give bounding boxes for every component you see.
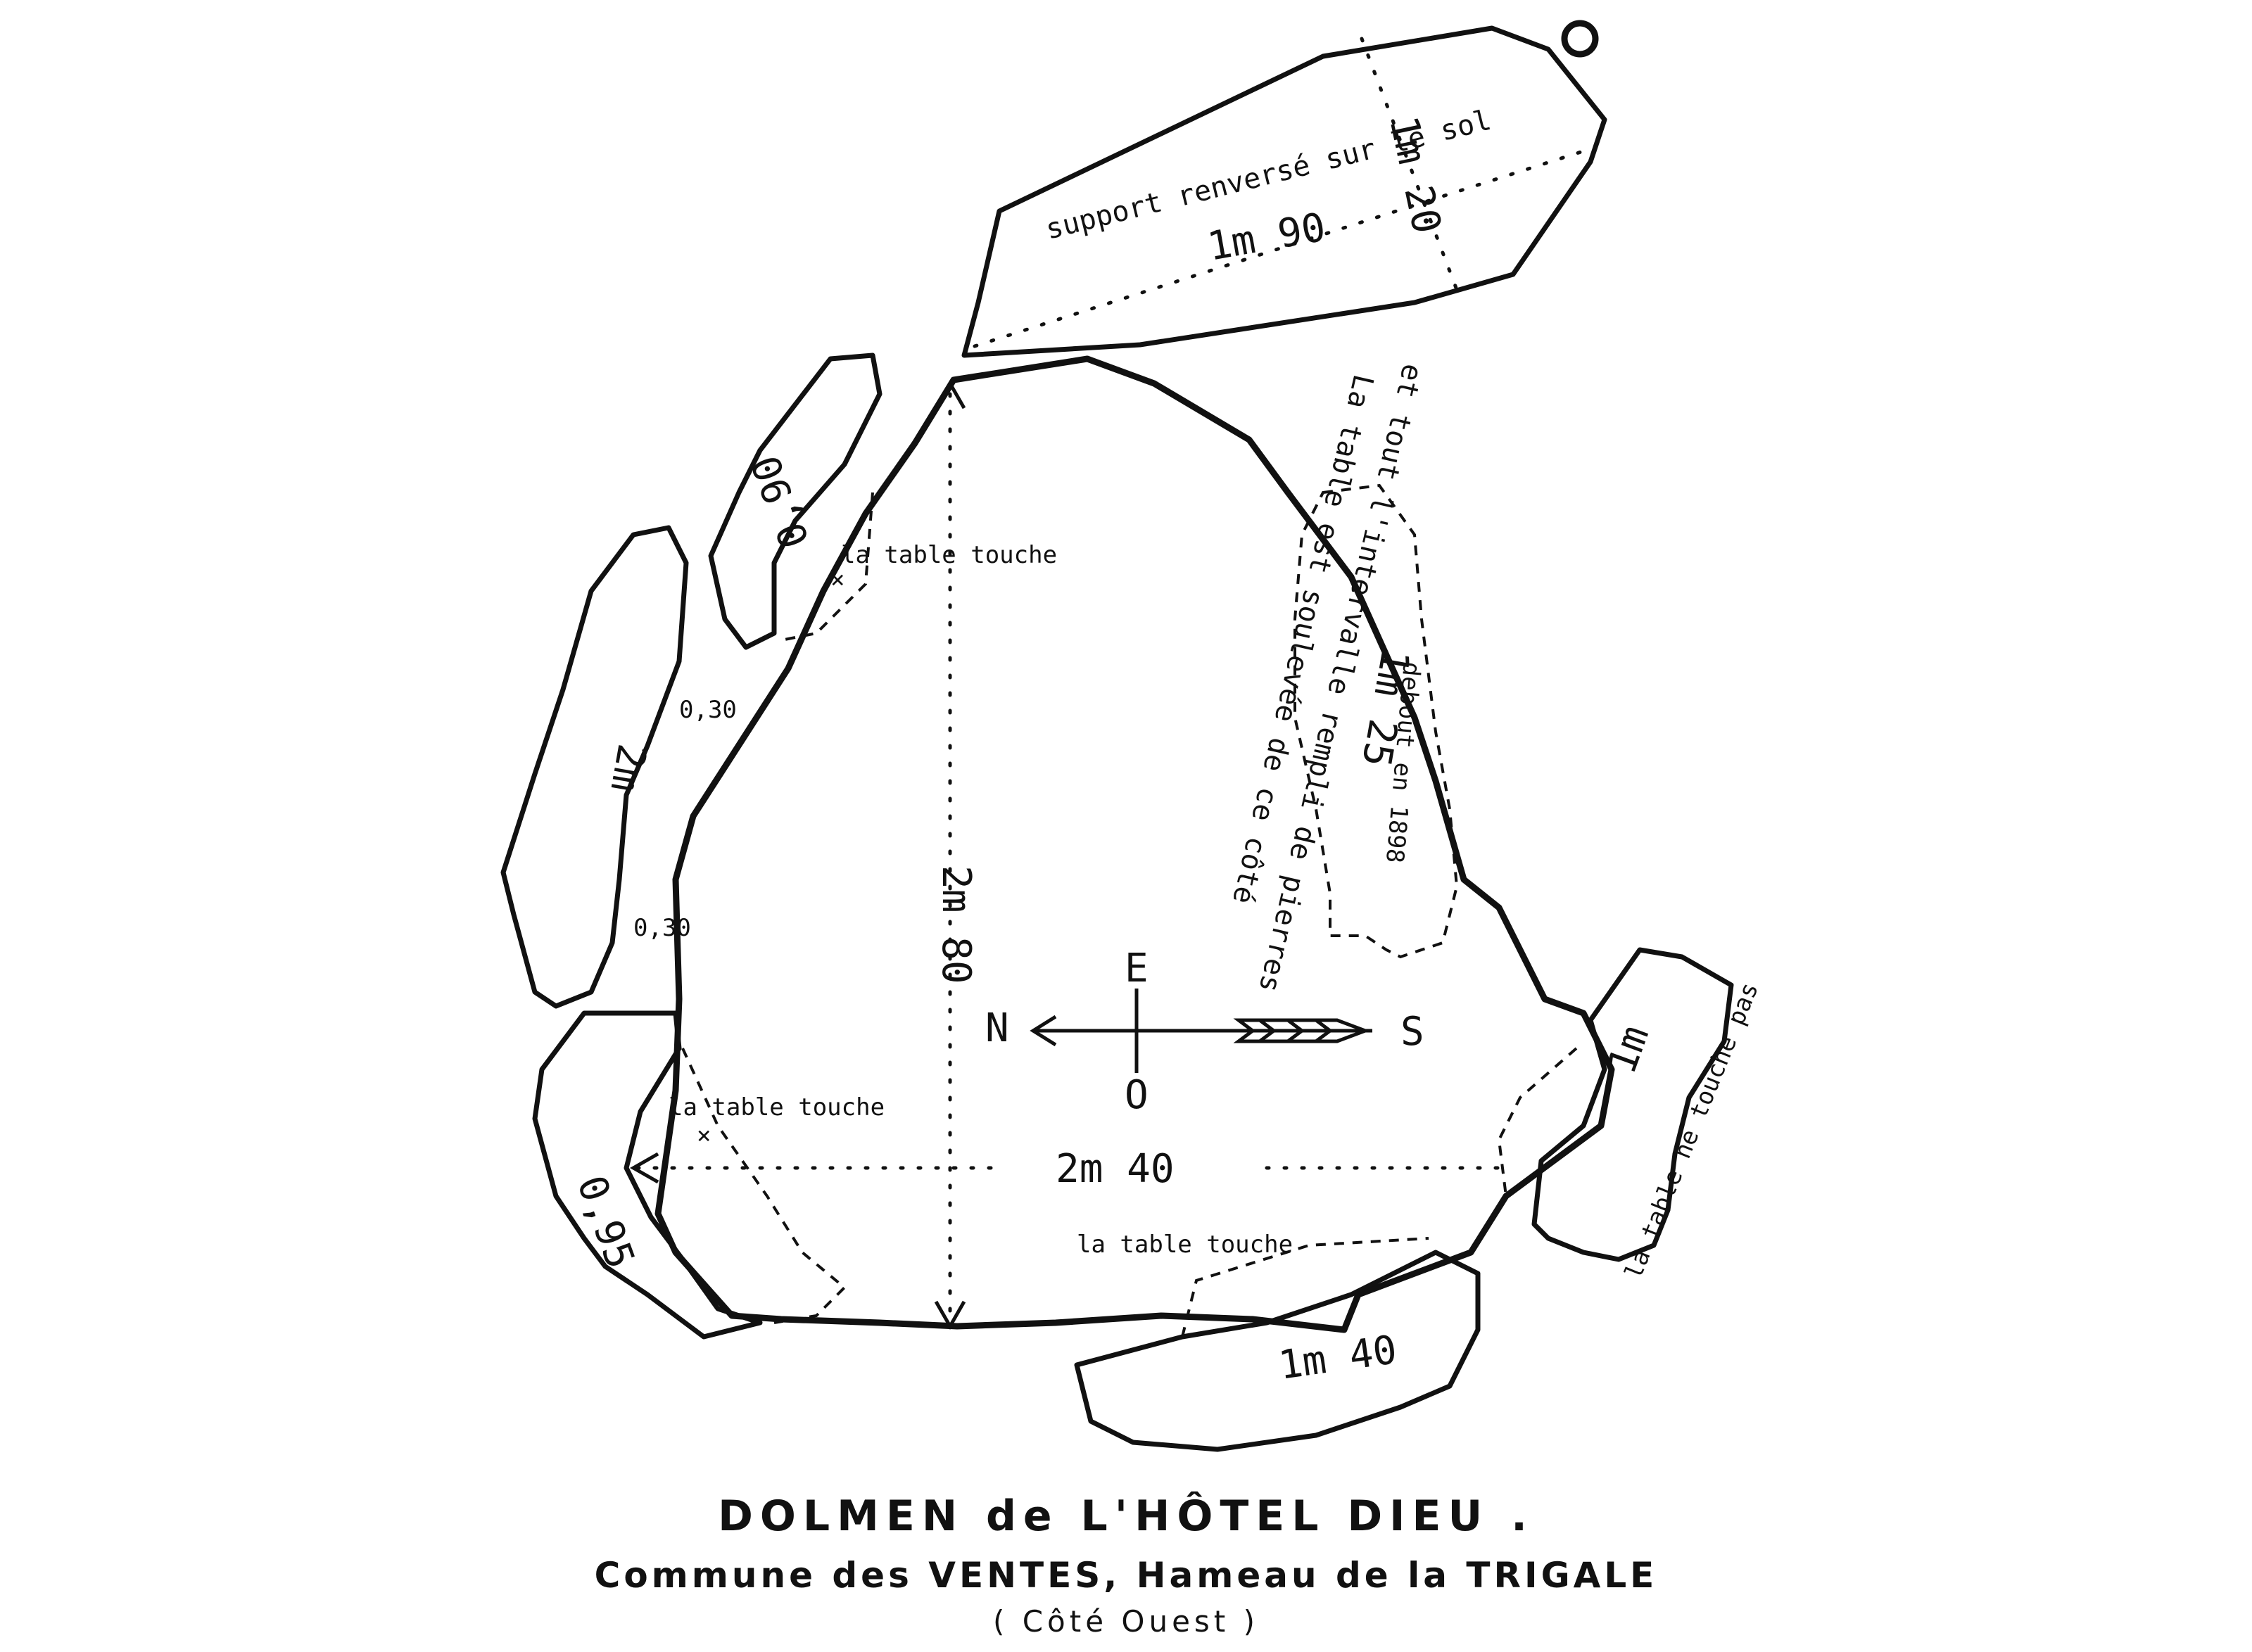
compass: E O N S bbox=[985, 946, 1424, 1118]
label-stone-sw-width: 0,95 bbox=[568, 1170, 643, 1275]
mark-x-2: × bbox=[697, 1122, 711, 1150]
label-length-main: 2m 80 bbox=[933, 865, 979, 984]
label-stone-south-length: 1m 40 bbox=[1276, 1327, 1400, 1389]
label-support-length: 1m 90 bbox=[1204, 205, 1329, 270]
arrow-bottom bbox=[934, 1300, 966, 1330]
label-table-touche-3: la table touche bbox=[1077, 1231, 1293, 1259]
compass-east: E bbox=[1125, 946, 1149, 991]
stone-support-fallen bbox=[961, 25, 1607, 358]
crescent-mark bbox=[1561, 20, 1599, 58]
compass-west: O bbox=[1125, 1072, 1149, 1118]
caption-subtitle: Commune des VENTES, Hameau de la TRIGALE bbox=[594, 1555, 1658, 1596]
contact-se bbox=[1497, 1047, 1578, 1197]
label-stone-nw-width: 0,90 bbox=[743, 449, 818, 554]
contact-nw bbox=[780, 492, 874, 642]
support-length-line bbox=[973, 146, 1596, 348]
stone-west bbox=[500, 525, 689, 1009]
caption-title: DOLMEN de L'HÔTEL DIEU . bbox=[718, 1492, 1534, 1541]
stone-south bbox=[1074, 1250, 1481, 1452]
compass-north: N bbox=[985, 1005, 1009, 1051]
arrow-top bbox=[934, 379, 966, 409]
label-gap-1: 0,30 bbox=[679, 696, 737, 724]
support-width-line bbox=[1360, 37, 1462, 301]
stone-sw bbox=[532, 1010, 763, 1340]
label-ne-touche: la table ne touche pas bbox=[1619, 979, 1764, 1283]
label-stone-se-length: 1m bbox=[1599, 1019, 1658, 1080]
stone-nw bbox=[708, 352, 883, 650]
contact-sw bbox=[681, 1048, 847, 1324]
compass-south: S bbox=[1400, 1009, 1424, 1055]
contact-south bbox=[1181, 1237, 1429, 1338]
label-width-main: 2m 40 bbox=[1056, 1146, 1175, 1192]
label-gap-2: 0,30 bbox=[633, 914, 691, 942]
arrow-left bbox=[629, 1152, 659, 1184]
stone-se bbox=[1531, 947, 1734, 1262]
table-stone-outline bbox=[654, 355, 1615, 1333]
stone-east bbox=[1293, 483, 1459, 959]
caption-side: ( Côté Ouest ) bbox=[992, 1604, 1260, 1639]
mark-x-1: × bbox=[830, 566, 844, 594]
label-table-touche-2: la table touche bbox=[669, 1093, 885, 1122]
label-stone-w-length: 2m bbox=[602, 741, 655, 796]
label-table-touche-1: la table touche bbox=[841, 541, 1057, 569]
